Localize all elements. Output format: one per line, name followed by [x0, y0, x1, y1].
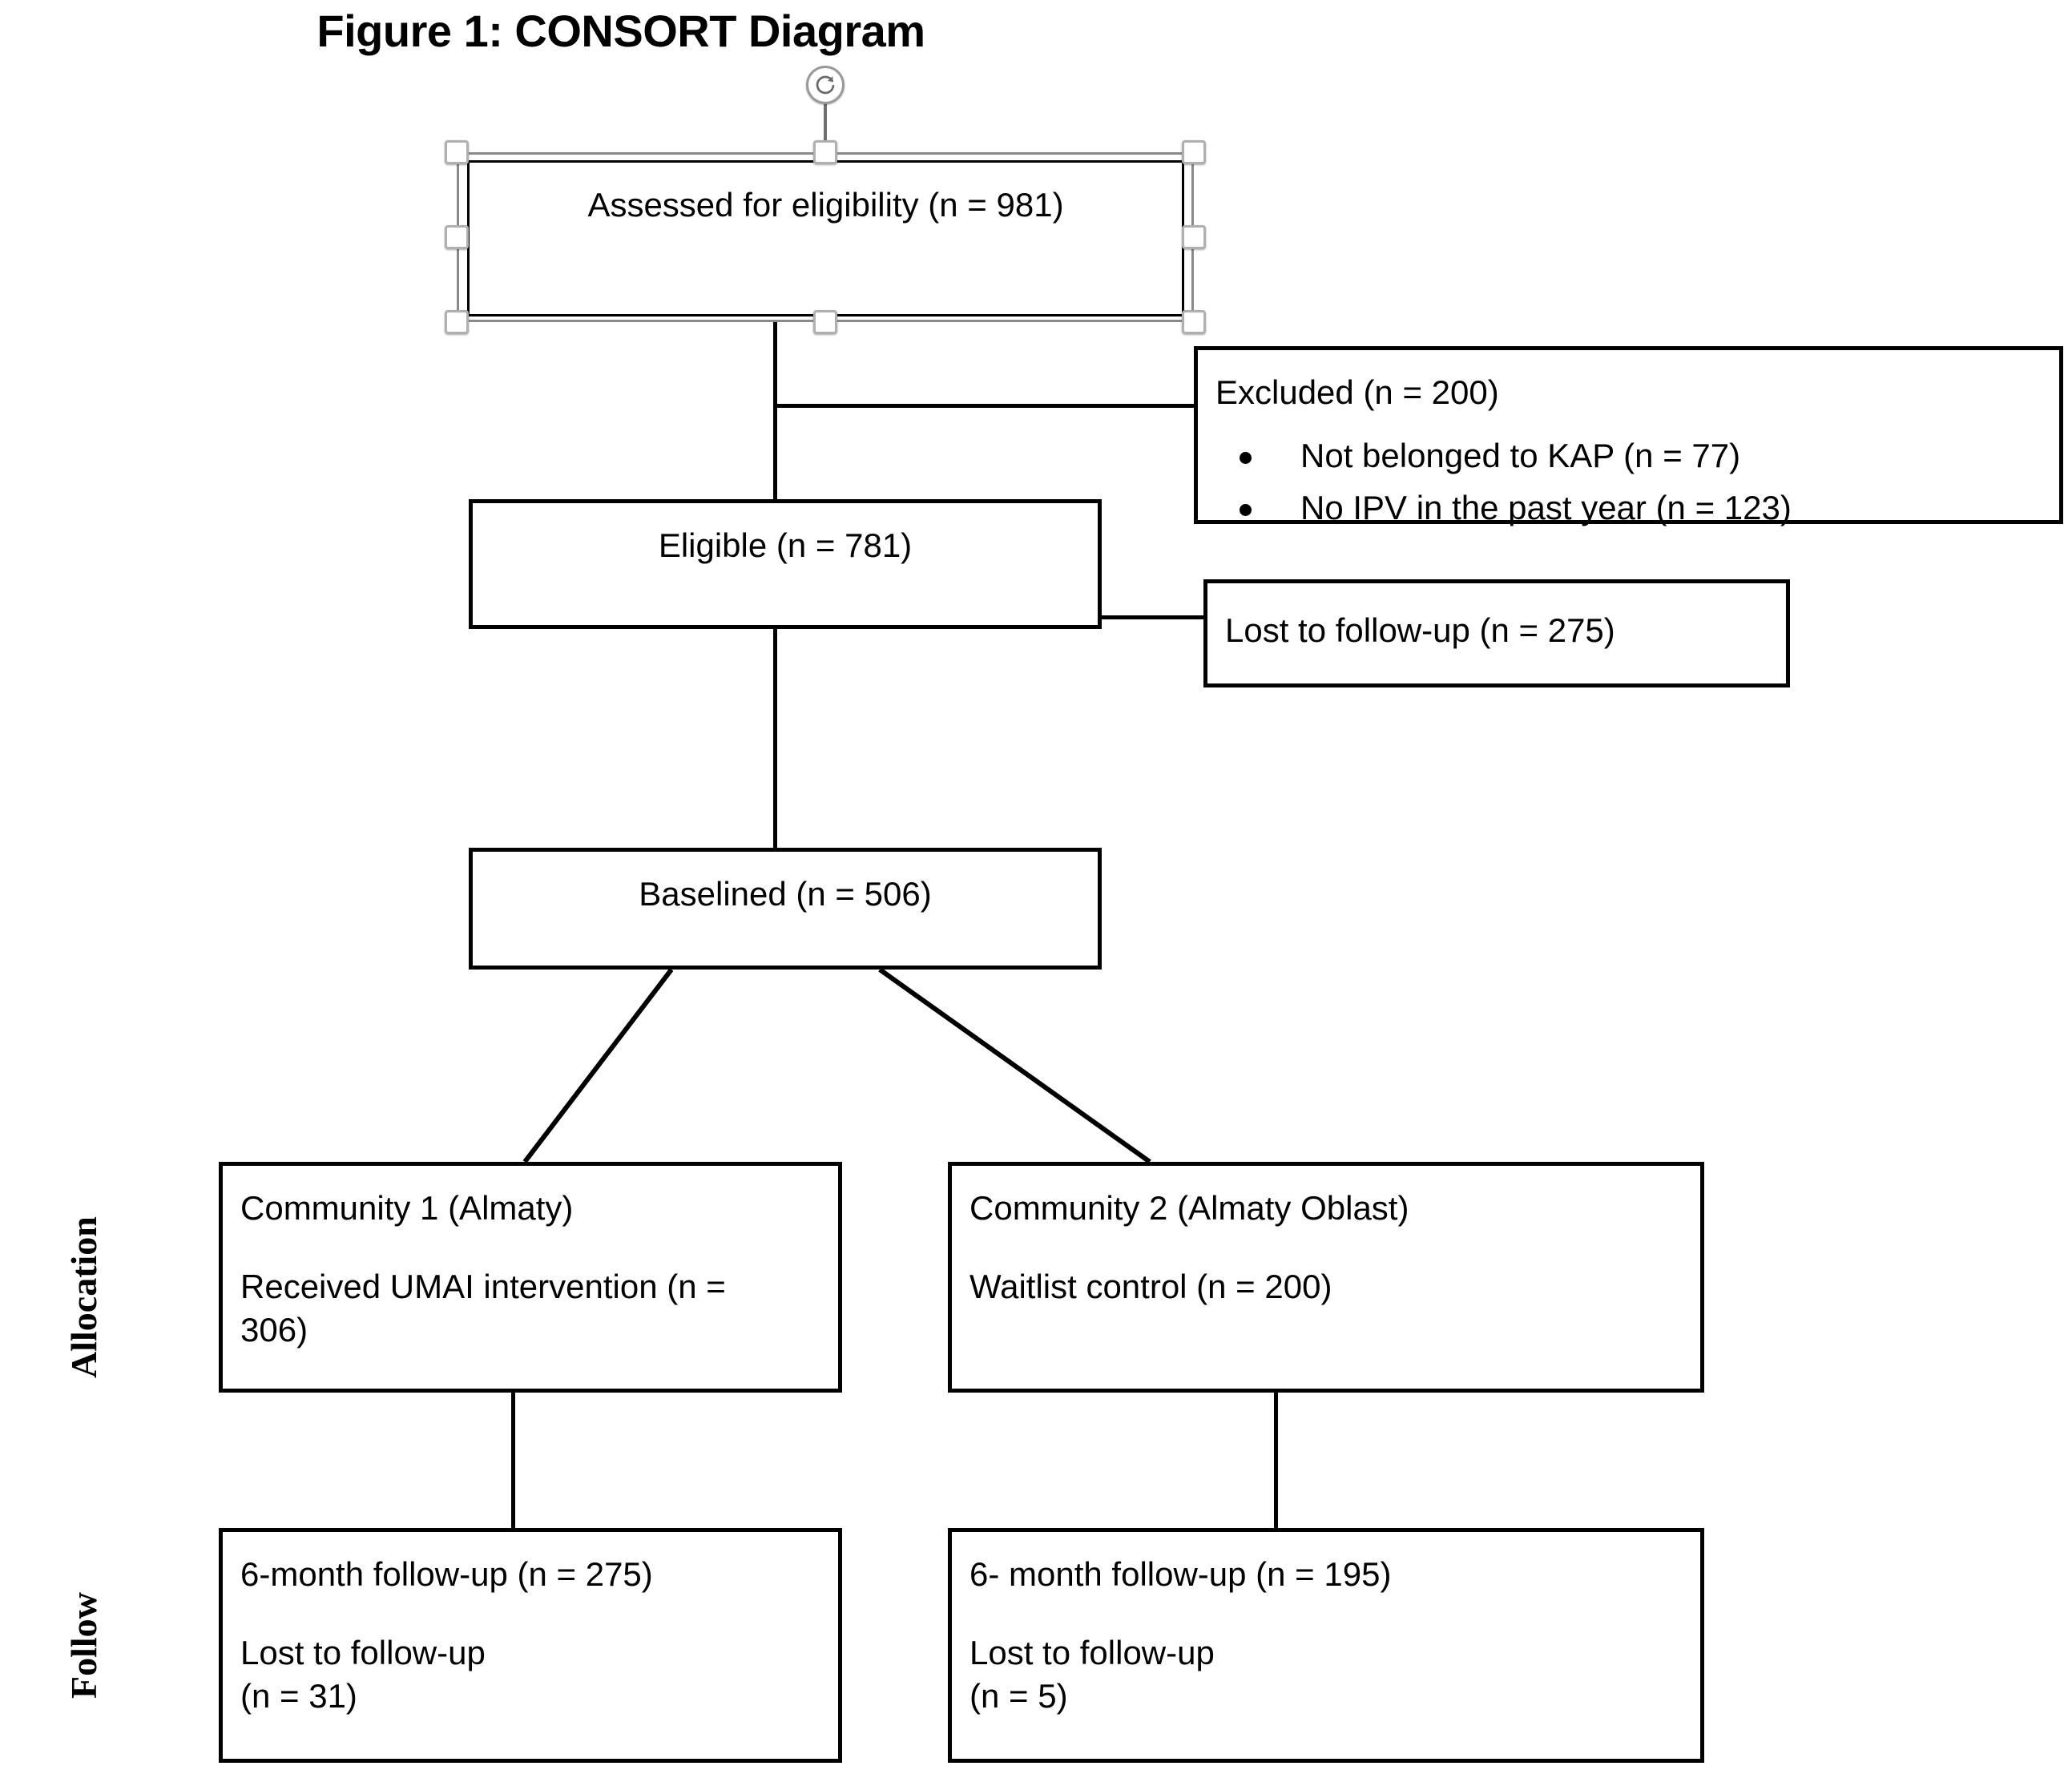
spacer [240, 1230, 825, 1265]
node-eligible-text: Eligible (n = 781) [658, 526, 913, 564]
node-community-2-detail: Waitlist control (n = 200) [969, 1267, 1332, 1305]
resize-handle-middle-left[interactable] [445, 225, 469, 249]
connector-assessed-to-eligible [773, 321, 777, 506]
node-assessed-text: Assessed for eligibility (n = 981) [587, 186, 1064, 224]
resize-handle-bottom-center[interactable] [813, 310, 837, 334]
row-label-allocation: Allocation [63, 1216, 104, 1378]
figure-title: Figure 1: CONSORT Diagram [316, 6, 925, 56]
connector-community1-to-followup1 [511, 1392, 515, 1528]
node-community-2[interactable]: Community 2 (Almaty Oblast) Waitlist con… [948, 1162, 1704, 1393]
excluded-reason-list: Not belonged to KAP (n = 77) No IPV in t… [1215, 435, 2046, 528]
spacer [969, 1230, 1687, 1265]
selection-frame-assessed-box[interactable] [457, 152, 1194, 322]
rotate-handle-stem [824, 101, 827, 154]
node-community-2-title: Community 2 (Almaty Oblast) [969, 1189, 1409, 1227]
node-community-1-detail: Received UMAI intervention (n = [240, 1267, 726, 1305]
row-label-follow: Follow [63, 1592, 104, 1699]
list-item: No IPV in the past year (n = 123) [1215, 487, 2046, 528]
resize-handle-top-right[interactable] [1182, 140, 1206, 164]
rotate-handle-icon[interactable] [806, 66, 845, 104]
resize-handle-top-left[interactable] [445, 140, 469, 164]
node-followup-2-lost-label: Lost to follow-up [969, 1633, 1215, 1671]
node-lost-to-followup-eligible[interactable]: Lost to follow-up (n = 275) [1203, 579, 1790, 687]
node-followup-1-lost-label: Lost to follow-up [240, 1633, 486, 1671]
node-followup-1-lost-value: (n = 31) [240, 1676, 357, 1715]
node-followup-1-title: 6-month follow-up (n = 275) [240, 1555, 653, 1593]
node-followup-community-1[interactable]: 6-month follow-up (n = 275) Lost to foll… [219, 1528, 842, 1763]
connector-eligible-to-baselined [773, 628, 777, 853]
node-community-1-title: Community 1 (Almaty) [240, 1189, 574, 1227]
connector-assessed-to-excluded [773, 404, 1200, 408]
node-baselined-text: Baselined (n = 506) [639, 875, 932, 913]
node-followup-2-title: 6- month follow-up (n = 195) [969, 1555, 1392, 1593]
node-community-1[interactable]: Community 1 (Almaty) Received UMAI inter… [219, 1162, 842, 1393]
spacer [969, 1596, 1687, 1631]
resize-handle-top-center[interactable] [813, 140, 837, 164]
node-followup-2-lost-value: (n = 5) [969, 1676, 1068, 1715]
spacer [240, 1596, 825, 1631]
node-excluded[interactable]: Excluded (n = 200) Not belonged to KAP (… [1194, 346, 2063, 526]
resize-handle-bottom-right[interactable] [1182, 310, 1206, 334]
resize-handle-middle-right[interactable] [1182, 225, 1206, 249]
node-excluded-heading: Excluded (n = 200) [1215, 373, 1499, 411]
connector-community2-to-followup2 [1274, 1392, 1278, 1528]
node-baselined[interactable]: Baselined (n = 506) [469, 848, 1102, 970]
resize-handle-bottom-left[interactable] [445, 310, 469, 334]
list-item: Not belonged to KAP (n = 77) [1215, 435, 2046, 476]
node-eligible[interactable]: Eligible (n = 781) [469, 499, 1102, 629]
node-community-1-detail-cont: 306) [240, 1310, 308, 1349]
node-followup-community-2[interactable]: 6- month follow-up (n = 195) Lost to fol… [948, 1528, 1704, 1763]
connector-eligible-to-lost [1102, 615, 1207, 619]
node-lost-to-followup-eligible-text: Lost to follow-up (n = 275) [1225, 611, 1615, 649]
